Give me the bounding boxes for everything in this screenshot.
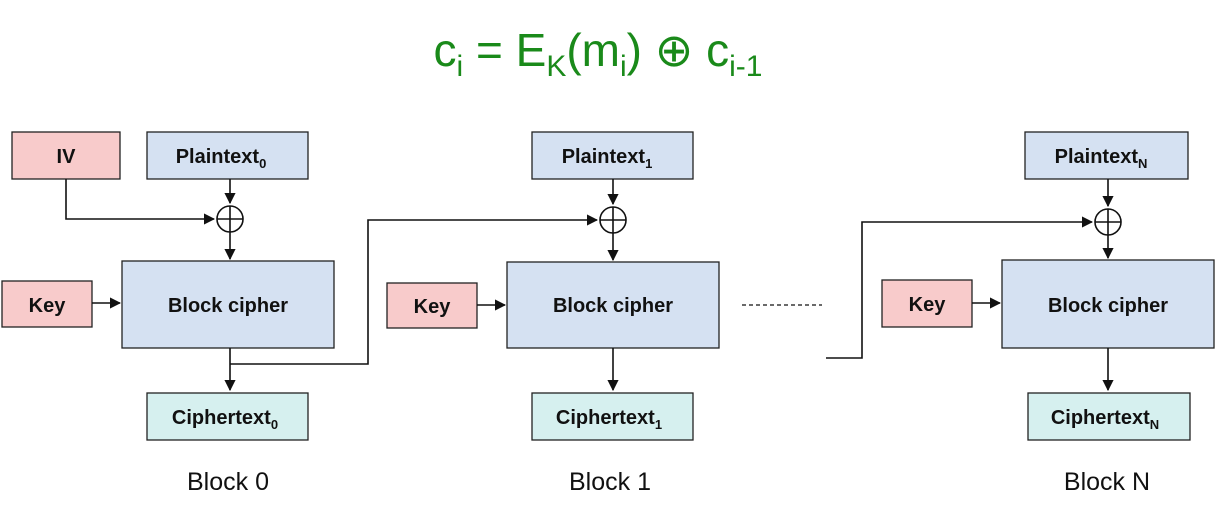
- iv-label: IV: [57, 146, 77, 168]
- key-n-box: [881, 279, 973, 328]
- plaintext-1-box: [531, 131, 694, 180]
- ciphertext-n-box: [1027, 392, 1191, 441]
- plaintext-1-label: Plaintext1: [562, 146, 653, 171]
- block-cipher-1-label: Block cipher: [553, 295, 673, 317]
- block-cipher-0: [121, 260, 335, 349]
- ciphertext-1-label: Ciphertext1: [556, 407, 662, 432]
- plaintext-0-box: [146, 131, 309, 180]
- block-0-caption: Block 0: [187, 468, 269, 496]
- block-cipher-0-label: Block cipher: [168, 295, 288, 317]
- plaintext-n-box: [1024, 131, 1189, 180]
- block-1-caption: Block 1: [569, 468, 651, 496]
- ciphertext-1-box: [531, 392, 694, 441]
- block-cipher-1: [506, 261, 720, 349]
- plaintext-0-label: Plaintext0: [176, 146, 267, 171]
- iv-box: [11, 131, 121, 180]
- block-n-caption: Block N: [1064, 468, 1150, 496]
- block-cipher-n-label: Block cipher: [1048, 295, 1168, 317]
- key-1-box: [386, 282, 478, 329]
- block-cipher-n: [1001, 259, 1215, 349]
- xor-n-cross: [1095, 209, 1121, 235]
- ciphertext-n-label: CiphertextN: [1051, 407, 1159, 432]
- ciphertext-0-box: [146, 392, 309, 441]
- xor-1-cross: [600, 207, 626, 233]
- formula: ci = EK(mi) ⊕ ci-1: [434, 24, 763, 83]
- key-n-label: Key: [909, 294, 947, 316]
- key-1-label: Key: [414, 296, 452, 318]
- ciphertext-0-label: Ciphertext0: [172, 407, 278, 432]
- key-0-label: Key: [29, 295, 67, 317]
- plaintext-n-label: PlaintextN: [1055, 146, 1148, 171]
- xor-0-cross: [217, 206, 243, 232]
- chain-0-1-line: [230, 214, 599, 365]
- key-0-box: [1, 280, 93, 328]
- chain-n-line: [826, 216, 1094, 359]
- iv-arrow: [65, 179, 216, 225]
